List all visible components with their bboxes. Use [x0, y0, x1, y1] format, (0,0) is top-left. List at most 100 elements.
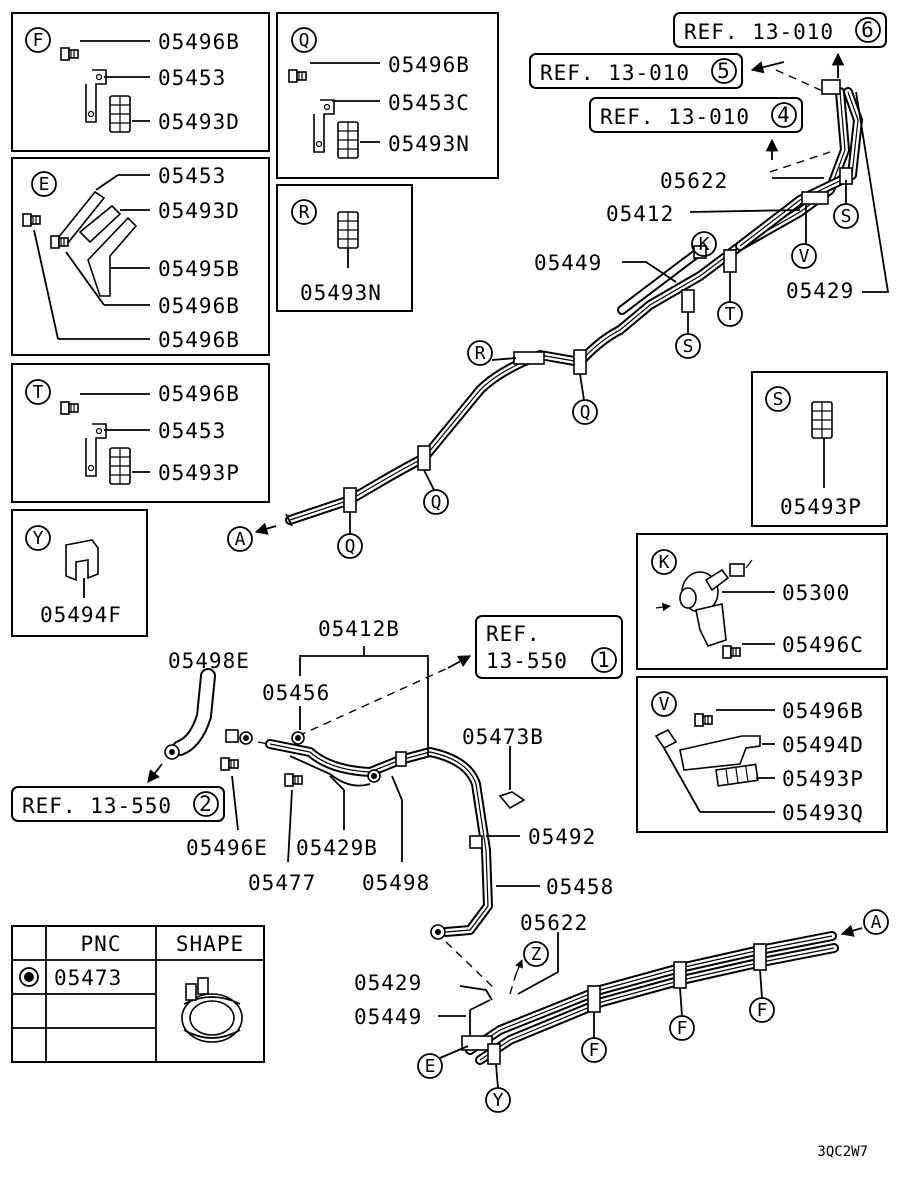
svg-text:F: F: [677, 1018, 688, 1039]
part-number: 05493D: [158, 110, 240, 134]
part-number: 05493D: [158, 199, 240, 223]
part-label-05429: 05429: [786, 279, 854, 303]
box-letter: E: [39, 174, 50, 195]
detail-box-y: Y 05494F: [11, 509, 148, 637]
marker-z: Z: [523, 941, 549, 967]
marker-letter: A: [235, 529, 246, 550]
marker-q-2: Q: [423, 469, 449, 515]
ref-13-550-1: REF. 13-550 1: [475, 615, 623, 679]
svg-text:A: A: [871, 912, 882, 933]
marker-e: E: [417, 1045, 469, 1079]
svg-text:F: F: [757, 1000, 768, 1021]
box-letter: Y: [33, 528, 44, 549]
ref-13-010-6: REF. 13-010 6: [673, 12, 887, 48]
detail-box-f: F 05496B 05453 05493D: [11, 12, 270, 152]
marker-k: K: [691, 231, 717, 257]
detail-box-e: E 05453 05493D 05495B 05496B 05496B: [11, 157, 270, 356]
svg-text:Y: Y: [493, 1090, 504, 1111]
part-number: 05493P: [782, 767, 864, 791]
svg-text:E: E: [425, 1056, 436, 1077]
marker-f-1: F: [581, 1012, 607, 1063]
part-number: 05493P: [158, 461, 240, 485]
part-number: 05493N: [300, 281, 382, 305]
svg-text:S: S: [683, 336, 694, 357]
part-label-05456: 05456: [262, 681, 330, 705]
box-letter: F: [33, 30, 44, 51]
shape-header: SHAPE: [176, 932, 244, 956]
detail-box-v: V 05496B 05494D 05493P 05493Q: [636, 676, 888, 833]
svg-text:Q: Q: [431, 492, 442, 513]
box-letter: R: [299, 202, 310, 223]
marker-q-1: Q: [572, 373, 598, 425]
svg-text:REF.: REF.: [486, 622, 541, 646]
part-number: 05496B: [158, 30, 240, 54]
marker-f-2: F: [669, 987, 695, 1041]
svg-text:R: R: [475, 343, 486, 364]
svg-text:4: 4: [777, 103, 791, 127]
detail-box-r: R 05493N: [276, 184, 413, 312]
marker-s: S: [833, 180, 859, 229]
part-label-05492: 05492: [528, 825, 596, 849]
svg-text:F: F: [589, 1040, 600, 1061]
part-label-05498e: 05498E: [168, 649, 250, 673]
box-letter: Q: [299, 30, 310, 51]
ref-13-550-2: REF. 13-550 2: [11, 786, 225, 822]
svg-text:T: T: [725, 304, 736, 325]
detail-box-t: T 05496B 05453 05493P: [11, 363, 270, 503]
pnc-header: PNC: [81, 932, 122, 956]
svg-text:5: 5: [717, 59, 731, 83]
svg-text:V: V: [799, 246, 810, 267]
upper-fuel-line-assembly: REF. 13-010 6 REF. 13-010 5 REF. 13-010 …: [227, 12, 890, 559]
part-label-05473b: 05473B: [462, 725, 544, 749]
svg-text:K: K: [699, 234, 710, 255]
svg-text:REF. 13-010: REF. 13-010: [600, 105, 750, 129]
part-number: 05496B: [158, 382, 240, 406]
pnc-value: 05473: [54, 966, 122, 990]
diagram-code: 3QC2W7: [817, 1144, 868, 1160]
part-number: 05453: [158, 66, 226, 90]
part-number: 05494D: [782, 733, 864, 757]
part-label-05622: 05622: [660, 169, 728, 193]
svg-text:6: 6: [861, 18, 875, 42]
box-letter: T: [33, 382, 44, 403]
marker-f-3: F: [749, 969, 775, 1023]
marker-y: Y: [485, 1063, 511, 1113]
detail-box-q: Q 05496B 05453C 05493N: [276, 12, 499, 179]
part-number: 05496C: [782, 633, 864, 657]
part-label-05477: 05477: [248, 871, 316, 895]
svg-text:1: 1: [597, 648, 611, 672]
svg-text:Z: Z: [531, 944, 542, 965]
part-number: 05493N: [388, 132, 470, 156]
part-label-05429-lower: 05429: [354, 971, 422, 995]
svg-text:REF. 13-550: REF. 13-550: [22, 794, 172, 818]
pnc-marker-icon: [19, 967, 39, 987]
part-label-05412: 05412: [606, 202, 674, 226]
box-letter: K: [659, 552, 670, 573]
ref-13-010-5: REF. 13-010 5: [529, 53, 743, 89]
svg-text:13-550: 13-550: [486, 649, 568, 673]
marker-r: R: [467, 340, 517, 366]
box-letter: V: [659, 694, 670, 715]
part-label-05496e: 05496E: [186, 836, 268, 860]
marker-v: V: [791, 204, 817, 269]
part-number: 05496B: [158, 294, 240, 318]
svg-text:Q: Q: [580, 402, 591, 423]
marker-a-2: A: [863, 909, 889, 935]
part-number: 05453: [158, 419, 226, 443]
part-number: 05453: [158, 164, 226, 188]
part-number: 05453C: [388, 91, 470, 115]
part-label-05449: 05449: [534, 251, 602, 275]
part-number: 05496B: [388, 53, 470, 77]
box-letter: S: [773, 389, 784, 410]
part-label-05449-lower: 05449: [354, 1005, 422, 1029]
marker-t: T: [717, 272, 743, 327]
part-label-05412b: 05412B: [318, 617, 400, 641]
marker-s-2: S: [675, 312, 701, 359]
svg-text:Q: Q: [345, 536, 356, 557]
part-label-05622-lower: 05622: [520, 911, 588, 935]
lower-fuel-line-assembly: REF. 13-550 1 REF. 13-550 2: [11, 615, 889, 1113]
detail-box-k: K 05300 05496C: [636, 533, 888, 670]
part-number: 05300: [782, 581, 850, 605]
svg-text:REF. 13-010: REF. 13-010: [540, 61, 690, 85]
pnc-shape-table: PNC SHAPE 05473: [11, 925, 265, 1063]
